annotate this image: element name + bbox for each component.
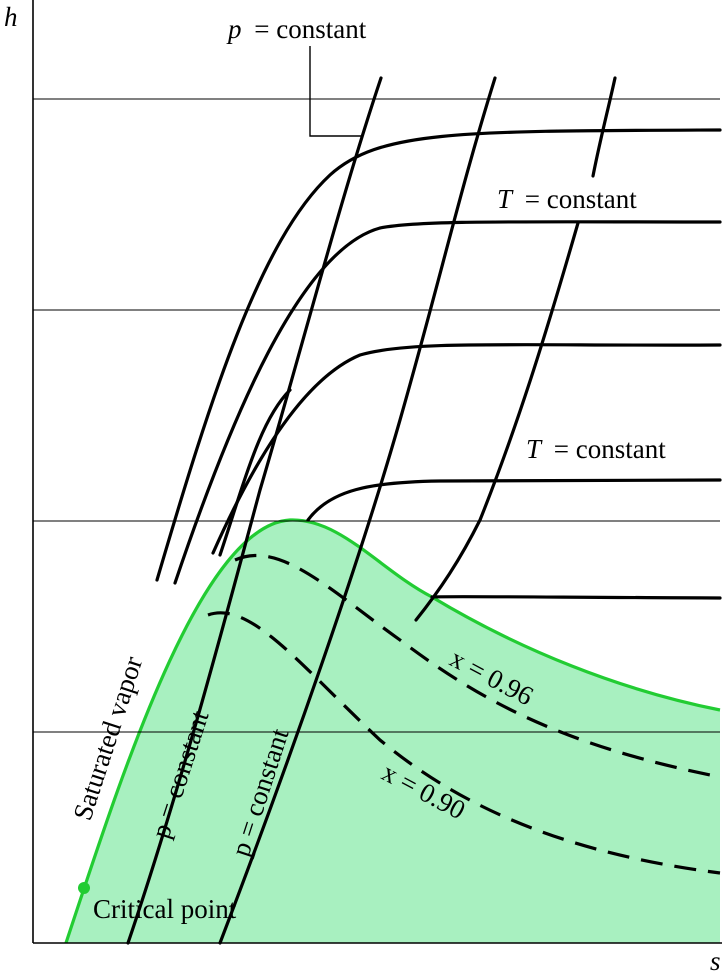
quality-line-096: [234, 553, 721, 779]
temperature-line-6: [430, 594, 722, 600]
saturated-vapor-line: [64, 518, 721, 944]
temperature-line-2: [173, 220, 722, 585]
temperature-line-4: [218, 388, 292, 557]
quality-line-090: [207, 611, 721, 875]
t-constant-label-upper: T = constant: [497, 184, 637, 214]
temperature-line-3: [211, 343, 722, 555]
y-axis-label: h: [4, 2, 18, 32]
temperature-line-1: [155, 128, 722, 582]
t-constant-text: = constant: [554, 434, 666, 464]
two-phase-region: [66, 519, 720, 943]
pressure-line-3: [591, 76, 617, 178]
temperature-line-5: [306, 478, 722, 522]
p-constant-label: p = constant: [226, 14, 367, 44]
pressure-line-2: [218, 76, 497, 945]
pressure-line-3-lower: [414, 221, 580, 622]
critical-point-label: Critical point: [93, 894, 237, 924]
p-symbol: p: [226, 14, 242, 44]
t-symbol: T: [497, 184, 514, 214]
pressure-line-1: [126, 76, 383, 945]
p-constant-text: = constant: [254, 14, 366, 44]
label-leader: [309, 46, 362, 137]
t-symbol: T: [526, 434, 543, 464]
x-axis-label: s: [710, 946, 721, 976]
t-constant-text: = constant: [525, 184, 637, 214]
t-constant-label-lower: T = constant: [526, 434, 666, 464]
critical-point-marker: [78, 882, 90, 894]
